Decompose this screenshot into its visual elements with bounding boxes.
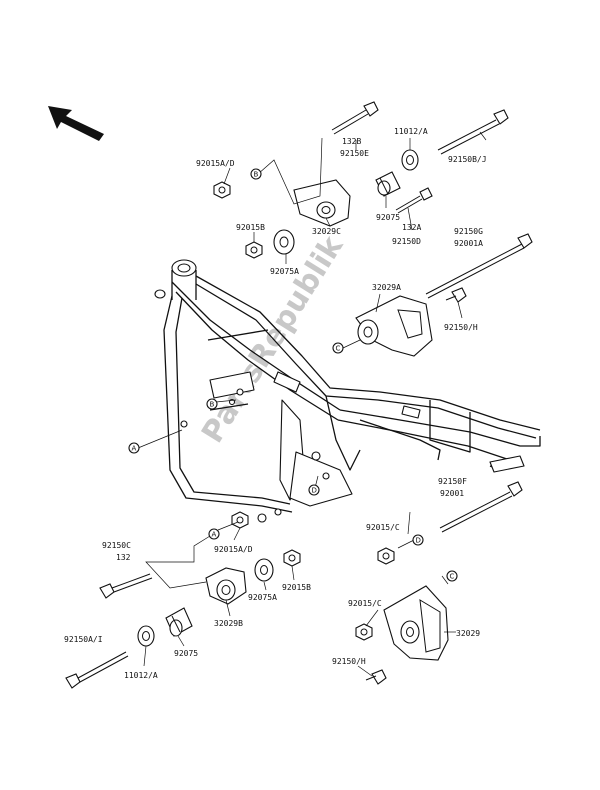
label-92150h-mid: 92150/H (444, 323, 478, 332)
label-92075a-bottom: 92075A (248, 593, 277, 602)
label-32029a: 32029A (372, 283, 401, 292)
collar-11012a-bottom (137, 625, 155, 647)
callout-d-bottom: D (412, 534, 424, 546)
spacer-92075a-top (273, 229, 295, 255)
label-92015ad-bottom: 92015A/D (214, 545, 253, 554)
callout-d-frame: D (308, 484, 320, 496)
label-132b: 132B (342, 137, 361, 146)
label-32029: 32029 (456, 629, 480, 638)
label-92150f: 92150F (438, 477, 467, 486)
bolt-92150f (439, 481, 523, 533)
bracket-32029 (383, 585, 449, 661)
label-92150d: 92150D (392, 237, 421, 246)
nut-92015c-a (377, 547, 395, 565)
svg-text:A: A (132, 445, 137, 453)
bracket-32029a (355, 295, 433, 357)
collar-11012a-top (401, 149, 419, 171)
nut-92015b-bottom (283, 549, 301, 567)
svg-text:D: D (416, 537, 421, 545)
bushing-92075-bottom (165, 607, 193, 637)
bolt-92150h-mid (445, 287, 467, 303)
bolt-132a (395, 187, 433, 214)
nut-92015ad-top (213, 181, 231, 199)
label-132: 132 (116, 553, 131, 562)
label-92075-top: 92075 (376, 213, 400, 222)
front-direction-arrow-icon (48, 106, 104, 141)
svg-text:B: B (210, 401, 215, 409)
callout-c-mid: C (332, 342, 344, 354)
label-92015b-bottom: 92015B (282, 583, 311, 592)
bolt-132b (331, 101, 379, 135)
svg-text:C: C (336, 345, 341, 353)
label-11012a-top: 11012/A (394, 127, 428, 136)
bolt-132 (99, 573, 153, 599)
frame-assembly (154, 259, 541, 523)
label-92150h-bottom: 92150/H (332, 657, 366, 666)
bushing-92075-top (375, 171, 401, 197)
label-92075-bottom: 92075 (174, 649, 198, 658)
bracket-32029c (293, 179, 351, 227)
nut-92015b-top (245, 241, 263, 259)
svg-text:A: A (212, 531, 217, 539)
label-92150c: 92150C (102, 541, 131, 550)
callout-b-top: B (250, 168, 262, 180)
svg-text:D: D (312, 487, 317, 495)
label-11012a-bottom: 11012/A (124, 671, 158, 680)
spacer-92075a-bottom (254, 558, 274, 582)
label-92150e: 92150E (340, 149, 369, 158)
label-92150bj: 92150B/J (448, 155, 487, 164)
nut-92015c-b (355, 623, 373, 641)
part-labels: 92015A/D 132B 92150E 11012/A 92150B/J 92… (64, 127, 487, 680)
nut-92015ad-bottom (231, 511, 249, 529)
callout-c-bottom: C (446, 570, 458, 582)
callout-a-bottom: A (208, 528, 220, 540)
bolt-92150h-bottom (365, 669, 387, 685)
callout-b-frame: B (206, 398, 218, 410)
svg-text:C: C (450, 573, 455, 581)
label-92001: 92001 (440, 489, 464, 498)
label-92015ad-top: 92015A/D (196, 159, 235, 168)
callout-a-frame: A (128, 442, 140, 454)
label-92015c-b: 92015/C (348, 599, 382, 608)
leader-lines (137, 131, 487, 677)
label-92150g: 92150G (454, 227, 483, 236)
label-92001a: 92001A (454, 239, 483, 248)
bolt-92150bj (437, 109, 509, 155)
label-92075a-top: 92075A (270, 267, 299, 276)
bolt-92150ai (65, 651, 129, 689)
svg-text:B: B (254, 171, 259, 179)
label-92015c-a: 92015/C (366, 523, 400, 532)
bolt-92150g (425, 233, 533, 299)
label-32029b: 32029B (214, 619, 243, 628)
bracket-32029b (205, 567, 247, 605)
label-32029c: 32029C (312, 227, 341, 236)
label-92150ai: 92150A/I (64, 635, 103, 644)
label-132a: 132A (402, 223, 421, 232)
label-92015b-top: 92015B (236, 223, 265, 232)
